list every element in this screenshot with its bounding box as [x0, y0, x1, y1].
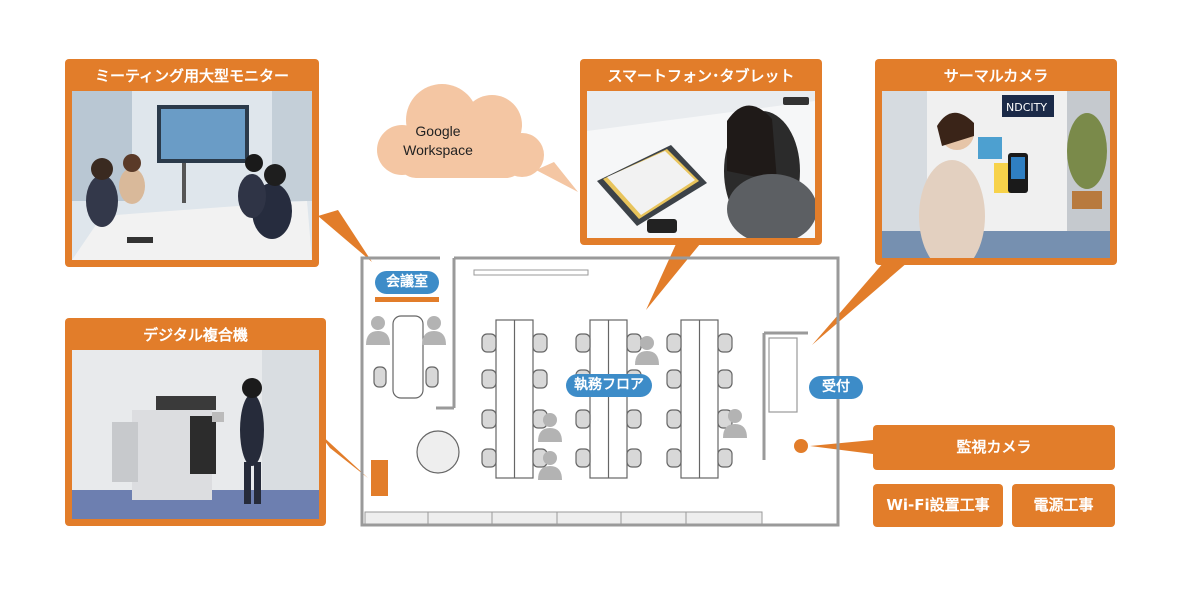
- person-icon: [422, 316, 446, 345]
- thermal-camera-panel: サーマルカメラ NDCITY: [875, 59, 1117, 265]
- connector-digital-mfp: [318, 432, 368, 478]
- digital-mfp-panel: デジタル複合機: [65, 318, 326, 526]
- thermal-camera-title: サーマルカメラ: [943, 67, 1049, 85]
- meeting-room-photo: [72, 91, 312, 260]
- connector-surveillance: [810, 440, 873, 454]
- desk-group: [575, 319, 642, 479]
- connector-smartphone: [646, 244, 700, 310]
- google-workspace-cloud-label: Google Workspace: [388, 122, 488, 160]
- bottom-counter: [364, 511, 763, 525]
- mfp-location-marker: [371, 460, 388, 496]
- power-work-tag: 電源工事: [1012, 484, 1115, 527]
- reception-label: 受付: [809, 376, 863, 399]
- floor-walls: [360, 256, 840, 527]
- smartphone-tablet-panel: スマートフォン･タブレット: [580, 59, 822, 245]
- digital-mfp-title: デジタル複合機: [143, 326, 248, 344]
- person-icon: [538, 413, 562, 442]
- desk-group: [666, 319, 733, 479]
- connector-thermal: [812, 262, 908, 345]
- meeting-room-highlight: [375, 297, 439, 302]
- surveillance-camera-tag: 監視カメラ: [873, 425, 1115, 470]
- cloud-shape: [377, 84, 544, 178]
- round-table: [416, 430, 460, 474]
- meeting-table: [373, 315, 439, 399]
- person-icon: [635, 336, 659, 365]
- desk-group: [481, 319, 548, 479]
- tablet-user-photo: [587, 91, 815, 238]
- surveillance-camera-location-marker: [794, 439, 808, 453]
- person-icon: [366, 316, 390, 345]
- building-sign-text: NDCITY: [1006, 101, 1047, 114]
- person-icon: [538, 451, 562, 480]
- meeting-monitor-title: ミーティング用大型モニター: [94, 67, 290, 85]
- thermal-camera-photo: NDCITY: [882, 91, 1110, 258]
- meeting-monitor-panel: ミーティング用大型モニター: [65, 59, 319, 267]
- reception-counter: [768, 337, 798, 413]
- smartphone-tablet-title: スマートフォン･タブレット: [607, 67, 795, 85]
- connector-cloud: [536, 162, 578, 192]
- cloud-line-2: Workspace: [403, 142, 473, 158]
- person-icon: [723, 409, 747, 438]
- office-floor-label: 執務フロア: [566, 374, 652, 397]
- wifi-work-tag: Wi-Fi設置工事: [873, 484, 1003, 527]
- cloud-line-1: Google: [415, 123, 461, 139]
- mfp-photo: [72, 350, 319, 519]
- meeting-room-label: 会議室: [375, 271, 439, 294]
- window-bar: [473, 269, 589, 276]
- connector-meeting-monitor: [318, 210, 372, 262]
